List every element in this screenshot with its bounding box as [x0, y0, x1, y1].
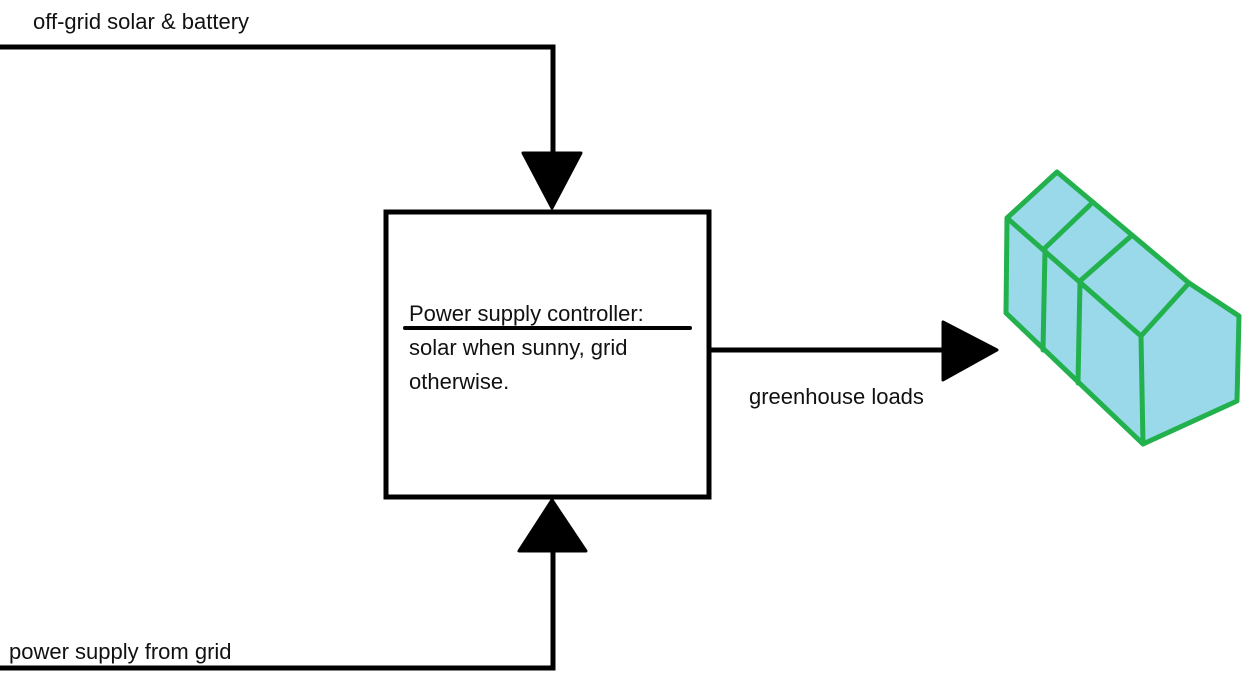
output-label: greenhouse loads — [749, 384, 924, 409]
greenhouse-outline — [1003, 169, 1242, 447]
grid-input-label: power supply from grid — [9, 639, 232, 664]
greenhouse-body — [1006, 172, 1239, 444]
solar-feed-line — [0, 44, 556, 155]
greenhouse-front-corner — [1138, 333, 1146, 447]
controller-box[interactable] — [383, 209, 712, 500]
grid-feed-line — [0, 550, 556, 671]
roof-panel-divider-1 — [1042, 202, 1093, 251]
solar-input-label: off-grid solar & battery — [33, 9, 250, 34]
grid-arrowhead — [517, 498, 588, 553]
controller-title: Power supply controller: — [409, 301, 644, 326]
solar-arrowhead — [521, 151, 583, 210]
controller-line-3: otherwise. — [409, 369, 510, 394]
controller-line-2: solar when sunny, grid — [409, 335, 628, 360]
wall-divider-1 — [1040, 247, 1048, 353]
wall-divider-2 — [1075, 279, 1083, 386]
output-arrowhead — [941, 320, 999, 382]
controller-text: Power supply controller: solar when sunn… — [409, 297, 644, 399]
roof-panel-divider-2 — [1077, 234, 1133, 284]
greenhouse-icon — [1003, 169, 1242, 447]
